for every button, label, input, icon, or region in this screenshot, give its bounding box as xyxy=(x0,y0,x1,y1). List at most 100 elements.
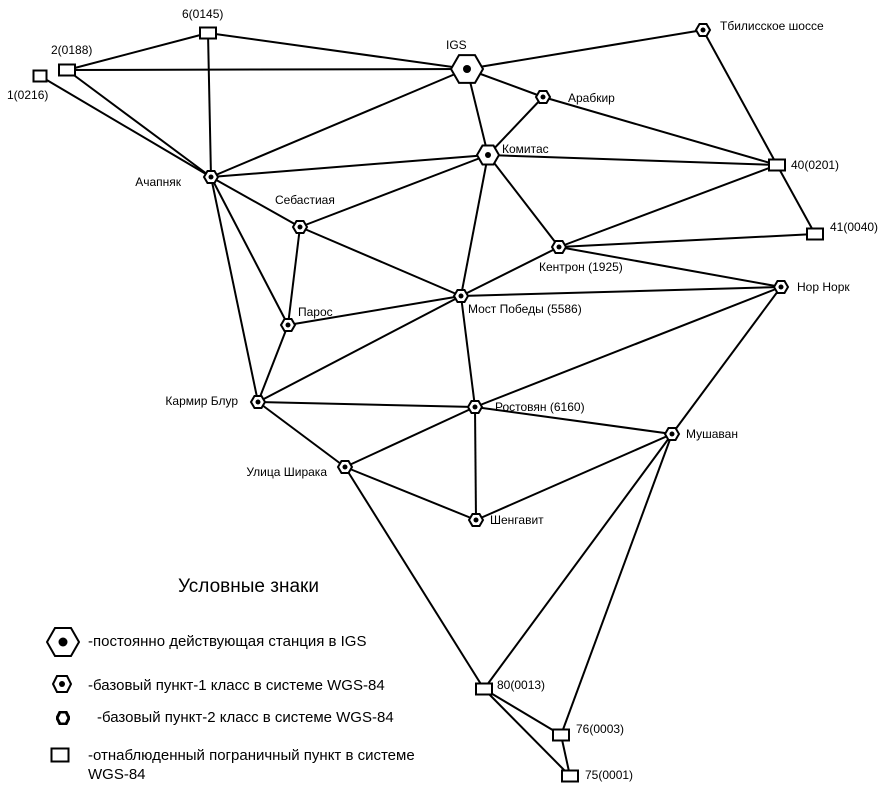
edge-tbilisi-n40_0201 xyxy=(702,29,778,166)
node-kentron-class1-icon xyxy=(550,239,568,255)
edge-kentron-nornork xyxy=(558,246,782,288)
legend-border-icon xyxy=(50,747,70,763)
edge-kentron-n41_0040 xyxy=(558,233,816,248)
node-shiraka-class1-icon xyxy=(336,459,354,475)
edge-karmir-shiraka xyxy=(257,401,346,468)
node-shengavit-class1-icon xyxy=(467,512,485,528)
node-n41_0040-border-icon xyxy=(806,227,824,241)
legend-class1-text: -базовый пункт-1 класс в системе WGS-84 xyxy=(88,677,385,694)
node-label-shiraka: Улица Ширака xyxy=(246,465,327,479)
node-komitas-igs_small-icon xyxy=(475,144,501,166)
node-n80_0013-border-icon xyxy=(475,682,493,696)
edge-n2_0188-achapnyak xyxy=(66,69,212,178)
edge-komitas-n40_0201 xyxy=(487,154,778,166)
legend-class2-text: -базовый пункт-2 класс в системе WGS-84 xyxy=(97,709,394,726)
edge-komitas-sebastia xyxy=(299,154,489,228)
edge-n2_0188-n6_0145 xyxy=(66,32,209,71)
node-n76_0003-border-icon xyxy=(552,728,570,742)
node-n6_0145-border-icon xyxy=(199,26,217,40)
edge-karmir-rostov xyxy=(257,401,476,408)
node-n40_0201-border-icon xyxy=(768,158,786,172)
node-igs-igs-icon xyxy=(449,54,485,84)
edge-komitas-most xyxy=(460,154,489,297)
node-label-rostov: Ростовян (6160) xyxy=(495,400,585,414)
node-label-n40_0201: 40(0201) xyxy=(791,158,839,172)
node-label-n75_0001: 75(0001) xyxy=(585,768,633,782)
node-mushavan-class1-icon xyxy=(663,426,681,442)
edge-nornork-mushavan xyxy=(671,286,782,435)
network-nodes xyxy=(32,22,824,783)
legend-class1-icon xyxy=(52,675,72,693)
edge-arabkir-komitas xyxy=(487,96,544,156)
node-label-shengavit: Шенгавит xyxy=(490,513,544,527)
edge-shiraka-shengavit xyxy=(344,466,477,521)
edge-achapnyak-sebastia xyxy=(210,176,301,228)
edge-most-rostov xyxy=(460,295,476,408)
node-label-komitas: Комитас xyxy=(502,142,549,156)
legend-class2-icon xyxy=(56,711,70,725)
node-label-n76_0003: 76(0003) xyxy=(576,722,624,736)
edge-mushavan-n80_0013 xyxy=(483,433,673,690)
edge-kentron-most xyxy=(460,246,560,297)
node-n1_0216-border-icon xyxy=(32,69,48,83)
edge-mushavan-n76_0003 xyxy=(560,433,673,736)
edge-rostov-shengavit xyxy=(474,406,477,521)
node-label-tbilisi: Тбилисское шоссе xyxy=(720,19,824,33)
edge-sebastia-paros xyxy=(287,226,301,326)
node-label-nornork: Нор Норк xyxy=(797,280,850,294)
legend-igs-icon xyxy=(46,627,80,657)
node-label-mushavan: Мушаван xyxy=(686,427,738,441)
node-tbilisi-class1-icon xyxy=(694,22,712,38)
node-label-n6_0145: 6(0145) xyxy=(182,7,223,21)
node-label-karmir: Кармир Блур xyxy=(165,394,238,408)
edge-n6_0145-achapnyak xyxy=(207,32,212,178)
edge-n1_0216-achapnyak xyxy=(39,75,212,178)
node-nornork-class1-icon xyxy=(772,279,790,295)
network-labels: 6(0145) 2(0188) 1(0216) IGS Тбилисское шоссе… xyxy=(7,7,878,782)
node-label-n2_0188: 2(0188) xyxy=(51,43,92,57)
edge-karmir-most xyxy=(257,295,462,403)
edge-n2_0188-igs xyxy=(66,68,468,71)
node-n2_0188-border-icon xyxy=(58,63,76,77)
node-sebastia-class1-icon xyxy=(291,219,309,235)
node-karmir-class1-icon xyxy=(249,394,267,410)
edge-shengavit-mushavan xyxy=(475,433,673,521)
node-rostov-class1-icon xyxy=(466,399,484,415)
node-label-paros: Парос xyxy=(298,305,333,319)
legend-border-text: -отнаблюденный пограничный пункт в систе… xyxy=(88,747,415,783)
legend-title: Условные знаки xyxy=(178,576,319,597)
edge-achapnyak-karmir xyxy=(210,176,259,403)
node-achapnyak-class1-icon xyxy=(202,169,220,185)
edge-n80_0013-n76_0003 xyxy=(483,688,562,736)
edge-n80_0013-n75_0001 xyxy=(483,688,571,777)
edge-shiraka-n80_0013 xyxy=(344,466,485,690)
node-label-n41_0040: 41(0040) xyxy=(830,220,878,234)
node-arabkir-class1-icon xyxy=(534,89,552,105)
node-label-igs: IGS xyxy=(446,38,467,52)
edge-n6_0145-igs xyxy=(207,32,468,70)
edge-paros-most xyxy=(287,295,462,326)
edge-komitas-achapnyak xyxy=(210,154,489,178)
edge-igs-achapnyak xyxy=(210,68,468,178)
node-label-arabkir: Арабкир xyxy=(568,91,615,105)
edge-paros-karmir xyxy=(257,324,289,403)
edge-rostov-mushavan xyxy=(474,406,673,435)
node-paros-class1-icon xyxy=(279,317,297,333)
node-most-class1-icon xyxy=(452,288,470,304)
edge-rostov-nornork xyxy=(474,286,782,408)
legend-igs-text: -постоянно действующая станция в IGS xyxy=(88,633,367,650)
node-label-sebastia: Себастиая xyxy=(275,193,335,207)
node-label-n1_0216: 1(0216) xyxy=(7,88,48,102)
edge-komitas-kentron xyxy=(487,154,560,248)
edge-rostov-shiraka xyxy=(344,406,476,468)
edge-igs-tbilisi xyxy=(466,29,704,70)
node-label-achapnyak: Ачапняк xyxy=(135,175,182,189)
edge-arabkir-n40_0201 xyxy=(542,96,778,166)
node-label-n80_0013: 80(0013) xyxy=(497,678,545,692)
edge-n40_0201-kentron xyxy=(558,164,778,248)
edge-achapnyak-paros xyxy=(210,176,289,326)
node-label-most: Мост Победы (5586) xyxy=(468,302,582,316)
edge-n40_0201-n41_0040 xyxy=(776,164,816,235)
edge-sebastia-most xyxy=(299,226,462,297)
